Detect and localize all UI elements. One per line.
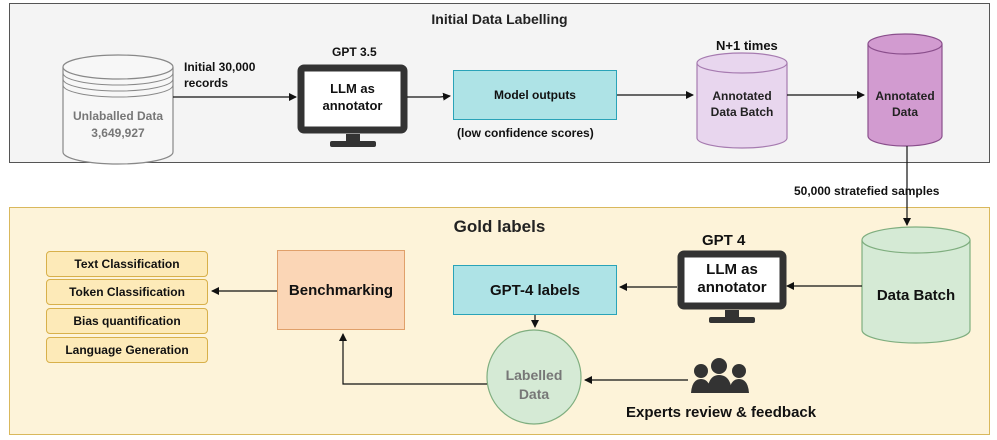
task-text-classification: Text Classification [46,251,208,277]
data-batch-database-icon [861,226,971,344]
panel-title: Initial Data Labelling [431,11,568,27]
annotated-data-database-icon [867,33,943,147]
task-token-classification: Token Classification [46,279,208,305]
people-icon [691,358,749,393]
records-unit: records [184,76,229,90]
gpt4-model-label: GPT 4 [702,232,746,249]
annotated-batch-line2: Data Batch [710,105,774,119]
benchmarking-box: Benchmarking [277,250,405,330]
low-confidence-note: (low confidence scores) [457,126,594,140]
annotated-data-label: Annotated Data [868,88,942,120]
annotated-batch-label: Annotated Data Batch [697,88,787,120]
connector-arrows [173,91,911,385]
annotated-batch-database-icon [696,52,788,149]
unlabelled-data-title: Unlaballed Data [72,109,164,123]
experts-label: Experts review & feedback [626,404,817,421]
annotated-data-line2: Data [891,105,918,119]
llm-annotator-label: LLM as annotator [685,261,779,297]
model-outputs-box: Model outputs [453,70,617,120]
labelled-data-line1: Labelled [505,367,563,383]
records-label: Initial 30,000 records [184,59,255,91]
llm-annotator-line1: LLM as [706,261,758,278]
labelled-data-label: Labelled Data [487,366,581,404]
monitor-icon [677,250,787,323]
iterations-label: N+1 times [716,38,778,53]
llm-annotator-line1: LLM as [330,81,375,96]
unlabelled-database-icon [62,54,174,165]
llm-annotator-line2: annotator [697,279,767,296]
llm-annotator-line2: annotator [322,98,383,113]
gpt4-labels-box: GPT-4 labels [453,265,617,315]
annotated-batch-line1: Annotated [712,89,772,103]
labelled-data-line2: Data [518,386,550,402]
annotated-data-line1: Annotated [875,89,935,103]
records-count: Initial 30,000 [184,60,256,74]
unlabelled-data-label: Unlaballed Data 3,649,927 [63,108,173,142]
gpt35-model-label: GPT 3.5 [332,45,377,59]
labelled-data-circle [486,329,582,425]
unlabelled-data-count: 3,649,927 [91,126,145,140]
monitor-icon [297,64,408,147]
llm-annotator-label: LLM as annotator [305,80,400,114]
task-language-generation: Language Generation [46,337,208,363]
task-bias-quantification: Bias quantification [46,308,208,334]
samples-label: 50,000 stratefied samples [794,184,940,198]
data-batch-label: Data Batch [876,287,956,304]
panel-title: Gold labels [453,217,546,236]
